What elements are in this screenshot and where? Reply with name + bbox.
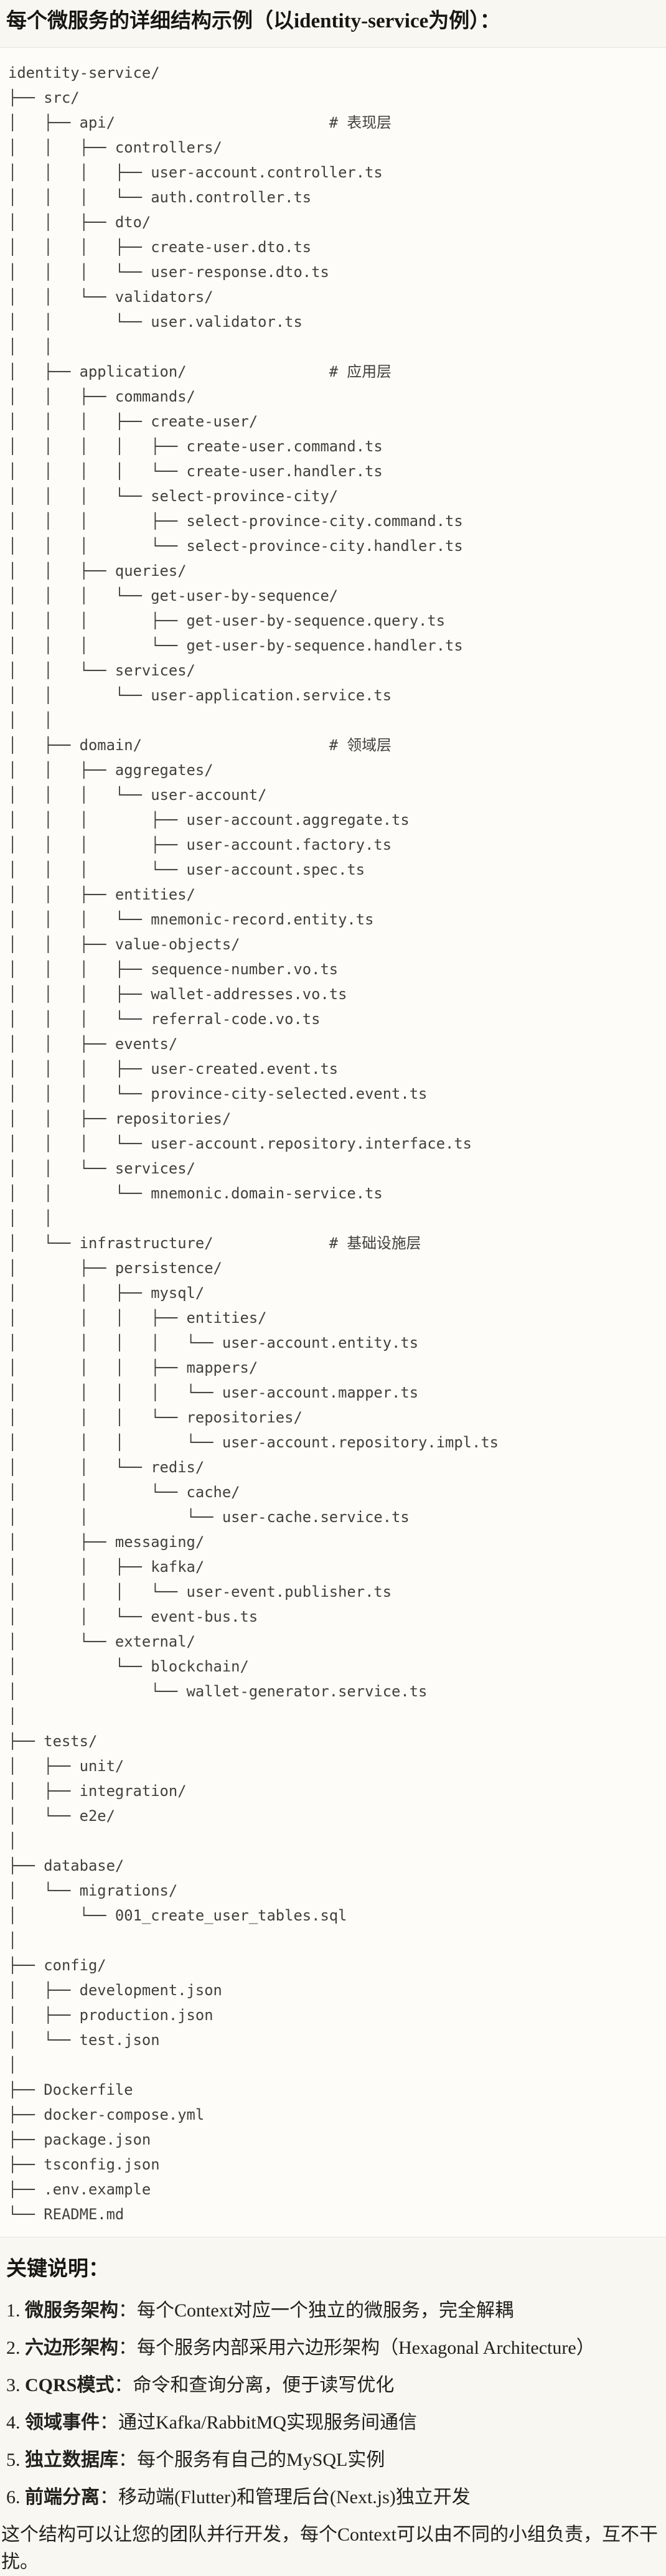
notes-title: 关键说明： [6, 2258, 109, 2280]
note-term: 微服务架构 [25, 2300, 118, 2321]
note-number: 3. [6, 2375, 25, 2395]
directory-tree: identity-service/ ├── src/ │ ├── api/ # … [8, 64, 499, 2223]
footer-paragraph: 这个结构可以让您的团队并行开发，每个Context可以由不同的小组负责，互不干扰… [1, 2524, 658, 2572]
page: { "page": { "title": "每个微服务的详细结构示例（以iden… [0, 7, 666, 2572]
note-text: ：每个Context对应一个独立的微服务，完全解耦 [118, 2300, 514, 2321]
note-text: ：每个服务内部采用六边形架构（Hexagonal Architecture） [118, 2338, 595, 2358]
note-item: 2. 六边形架构：每个服务内部采用六边形架构（Hexagonal Archite… [6, 2334, 666, 2362]
note-number: 4. [6, 2412, 25, 2433]
note-number: 6. [6, 2487, 25, 2508]
note-number: 2. [6, 2338, 25, 2358]
note-term: CQRS模式 [25, 2375, 115, 2395]
note-item: 1. 微服务架构：每个Context对应一个独立的微服务，完全解耦 [6, 2297, 666, 2325]
notes-list: 1. 微服务架构：每个Context对应一个独立的微服务，完全解耦 2. 六边形架… [0, 2297, 666, 2511]
note-term: 独立数据库 [25, 2450, 118, 2470]
note-item: 3. CQRS模式：命令和查询分离，便于读写优化 [6, 2372, 666, 2399]
note-text: ：移动端(Flutter)和管理后台(Next.js)独立开发 [100, 2487, 471, 2508]
note-text: ：每个服务有自己的MySQL实例 [118, 2450, 385, 2470]
note-text: ：通过Kafka/RabbitMQ实现服务间通信 [100, 2412, 417, 2433]
note-item: 4. 领域事件：通过Kafka/RabbitMQ实现服务间通信 [6, 2409, 666, 2437]
note-item: 6. 前端分离：移动端(Flutter)和管理后台(Next.js)独立开发 [6, 2484, 666, 2511]
note-item: 5. 独立数据库：每个服务有自己的MySQL实例 [6, 2447, 666, 2474]
note-term: 六边形架构 [25, 2338, 118, 2358]
note-term: 领域事件 [25, 2412, 100, 2433]
note-term: 前端分离 [25, 2487, 100, 2508]
page-title: 每个微服务的详细结构示例（以identity-service为例）： [6, 10, 500, 32]
note-text: ：命令和查询分离，便于读写优化 [114, 2375, 395, 2395]
code-block: identity-service/ ├── src/ │ ├── api/ # … [0, 47, 666, 2237]
note-number: 5. [6, 2450, 25, 2470]
document: 每个微服务的详细结构示例（以identity-service为例）： ident… [0, 7, 666, 2576]
note-number: 1. [6, 2300, 25, 2321]
